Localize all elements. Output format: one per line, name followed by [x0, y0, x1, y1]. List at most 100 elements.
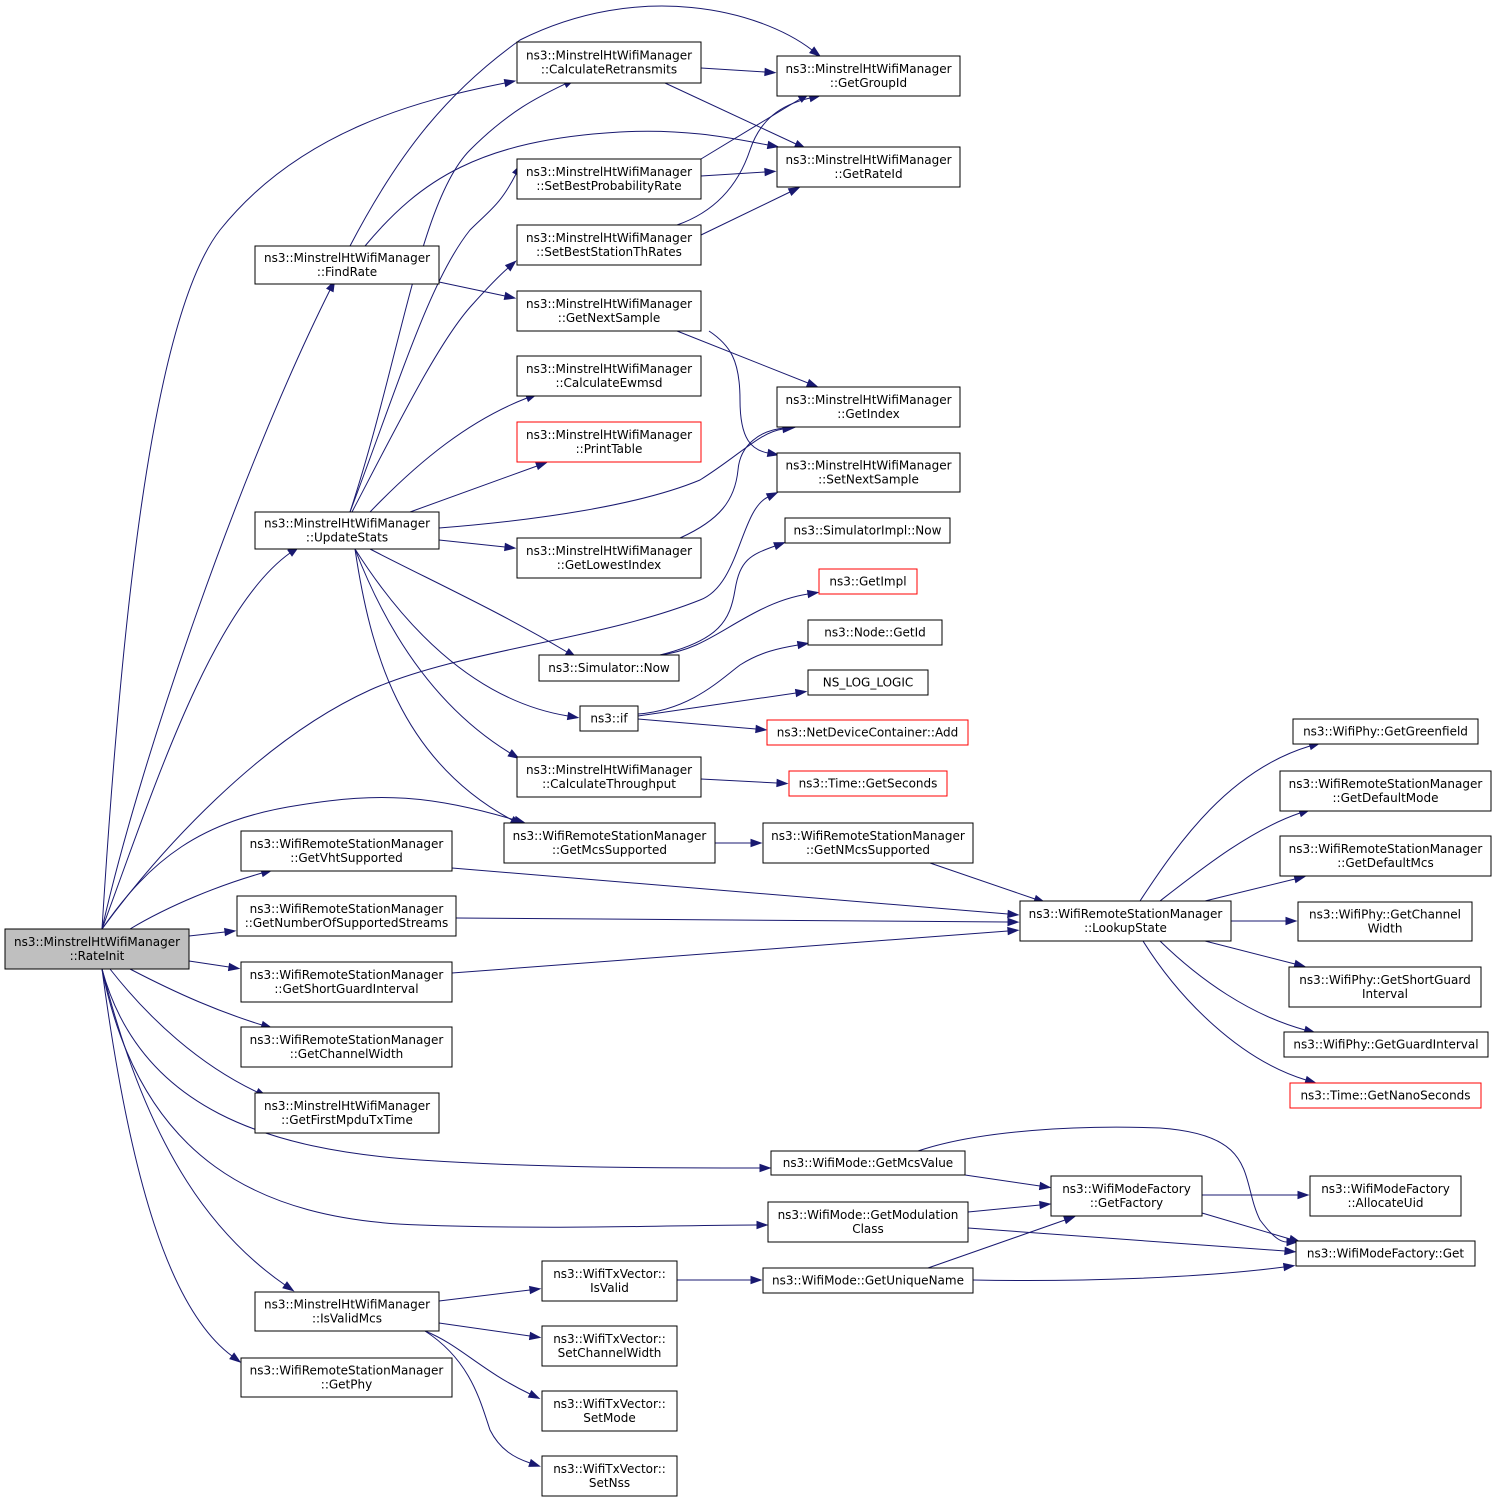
node-box[interactable] — [776, 386, 961, 428]
node-factorygetfactory[interactable]: ns3::WifiModeFactory::GetFactory — [1050, 1175, 1203, 1217]
node-getnss[interactable]: ns3::WifiRemoteStationManager::GetNumber… — [236, 895, 457, 937]
node-phygi[interactable]: ns3::WifiPhy::GetGuardInterval — [1283, 1031, 1489, 1058]
node-modemcsvalue[interactable]: ns3::WifiMode::GetMcsValue — [770, 1150, 966, 1176]
node-box[interactable] — [254, 245, 440, 285]
node-box[interactable] — [1288, 966, 1482, 1008]
node-box[interactable] — [776, 55, 961, 97]
node-getfirstmpdu[interactable]: ns3::MinstrelHtWifiManager::GetFirstMpdu… — [254, 1092, 440, 1134]
node-setbestprob[interactable]: ns3::MinstrelHtWifiManager::SetBestProba… — [516, 158, 702, 200]
node-txvsetnss[interactable]: ns3::WifiTxVector::SetNss — [541, 1455, 678, 1497]
node-box[interactable] — [807, 619, 943, 646]
node-getgroupid[interactable]: ns3::MinstrelHtWifiManager::GetGroupId — [776, 55, 961, 97]
node-updatestats[interactable]: ns3::MinstrelHtWifiManager::UpdateStats — [254, 511, 440, 550]
node-box[interactable] — [254, 1291, 440, 1332]
node-box[interactable] — [516, 290, 702, 332]
node-box[interactable] — [254, 1092, 440, 1134]
node-getnmcssupported[interactable]: ns3::WifiRemoteStationManager::GetNMcsSu… — [762, 822, 974, 864]
node-getimpl[interactable]: ns3::GetImpl — [818, 568, 918, 595]
node-txvisvalid[interactable]: ns3::WifiTxVector::IsValid — [541, 1260, 678, 1302]
node-box[interactable] — [254, 511, 440, 550]
node-findrate[interactable]: ns3::MinstrelHtWifiManager::FindRate — [254, 245, 440, 285]
node-getrateid[interactable]: ns3::MinstrelHtWifiManager::GetRateId — [776, 146, 961, 188]
node-box[interactable] — [1289, 1082, 1482, 1109]
node-factoryalloc[interactable]: ns3::WifiModeFactory::AllocateUid — [1309, 1175, 1462, 1217]
node-simimplnow[interactable]: ns3::SimulatorImpl::Now — [784, 517, 951, 544]
node-rateinit[interactable]: ns3::MinstrelHtWifiManager::RateInit — [4, 928, 190, 970]
node-timegetnano[interactable]: ns3::Time::GetNanoSeconds — [1289, 1082, 1482, 1109]
node-box[interactable] — [236, 895, 457, 937]
node-getphy[interactable]: ns3::WifiRemoteStationManager::GetPhy — [240, 1357, 453, 1398]
node-box[interactable] — [503, 822, 716, 864]
node-box[interactable] — [541, 1390, 678, 1432]
node-box[interactable] — [516, 421, 702, 463]
node-txvsetmode[interactable]: ns3::WifiTxVector::SetMode — [541, 1390, 678, 1432]
node-box[interactable] — [541, 1455, 678, 1497]
node-printtable[interactable]: ns3::MinstrelHtWifiManager::PrintTable — [516, 421, 702, 463]
node-box[interactable] — [516, 41, 702, 84]
node-box[interactable] — [516, 158, 702, 200]
node-getvht[interactable]: ns3::WifiRemoteStationManager::GetVhtSup… — [240, 830, 453, 872]
node-box[interactable] — [516, 756, 702, 798]
node-box[interactable] — [541, 1325, 678, 1367]
node-box[interactable] — [770, 1150, 966, 1176]
node-box[interactable] — [538, 654, 680, 682]
node-modeuniquename[interactable]: ns3::WifiMode::GetUniqueName — [762, 1267, 974, 1294]
node-getdefaultmcs[interactable]: ns3::WifiRemoteStationManager::GetDefaul… — [1279, 835, 1492, 877]
node-getmcssupported[interactable]: ns3::WifiRemoteStationManager::GetMcsSup… — [503, 822, 716, 864]
node-simnow[interactable]: ns3::Simulator::Now — [538, 654, 680, 682]
node-getnextsample[interactable]: ns3::MinstrelHtWifiManager::GetNextSampl… — [516, 290, 702, 332]
node-box[interactable] — [767, 1201, 969, 1243]
node-box[interactable] — [1309, 1175, 1462, 1217]
node-isvalidmcs[interactable]: ns3::MinstrelHtWifiManager::IsValidMcs — [254, 1291, 440, 1332]
node-box[interactable] — [1050, 1175, 1203, 1217]
node-nslog[interactable]: NS_LOG_LOGIC — [807, 669, 929, 696]
node-box[interactable] — [1283, 1031, 1489, 1058]
node-box[interactable] — [516, 224, 702, 266]
node-box[interactable] — [1292, 718, 1479, 745]
node-box[interactable] — [766, 719, 969, 746]
node-box[interactable] — [807, 669, 929, 696]
node-physgi[interactable]: ns3::WifiPhy::GetShortGuardInterval — [1288, 966, 1482, 1008]
node-getcw[interactable]: ns3::WifiRemoteStationManager::GetChanne… — [240, 1026, 453, 1068]
node-setbeststa[interactable]: ns3::MinstrelHtWifiManager::SetBestStati… — [516, 224, 702, 266]
node-if[interactable]: ns3::if — [579, 705, 639, 732]
node-box[interactable] — [818, 568, 918, 595]
node-box[interactable] — [776, 452, 961, 493]
node-box[interactable] — [776, 146, 961, 188]
node-box[interactable] — [1279, 770, 1492, 812]
node-calcewmsd[interactable]: ns3::MinstrelHtWifiManager::CalculateEwm… — [516, 355, 702, 397]
node-ndcadd[interactable]: ns3::NetDeviceContainer::Add — [766, 719, 969, 746]
node-factoryget[interactable]: ns3::WifiModeFactory::Get — [1295, 1240, 1476, 1267]
node-box[interactable] — [240, 830, 453, 872]
node-txvsetcw[interactable]: ns3::WifiTxVector::SetChannelWidth — [541, 1325, 678, 1367]
node-lookupstate[interactable]: ns3::WifiRemoteStationManager::LookupSta… — [1019, 900, 1232, 942]
node-box[interactable] — [1295, 1240, 1476, 1267]
node-box[interactable] — [1279, 835, 1492, 877]
node-box[interactable] — [4, 928, 190, 970]
node-timegetsec[interactable]: ns3::Time::GetSeconds — [788, 770, 948, 797]
node-box[interactable] — [240, 1357, 453, 1398]
node-box[interactable] — [784, 517, 951, 544]
node-box[interactable] — [240, 1026, 453, 1068]
node-phygreenfield[interactable]: ns3::WifiPhy::GetGreenfield — [1292, 718, 1479, 745]
node-getdefaultmode[interactable]: ns3::WifiRemoteStationManager::GetDefaul… — [1279, 770, 1492, 812]
node-box[interactable] — [762, 1267, 974, 1294]
node-getindex[interactable]: ns3::MinstrelHtWifiManager::GetIndex — [776, 386, 961, 428]
node-nodegetid[interactable]: ns3::Node::GetId — [807, 619, 943, 646]
node-box[interactable] — [516, 355, 702, 397]
node-box[interactable] — [579, 705, 639, 732]
node-box[interactable] — [1297, 901, 1473, 942]
node-box[interactable] — [788, 770, 948, 797]
node-setnextsample[interactable]: ns3::MinstrelHtWifiManager::SetNextSampl… — [776, 452, 961, 493]
node-box[interactable] — [1019, 900, 1232, 942]
node-phycw[interactable]: ns3::WifiPhy::GetChannelWidth — [1297, 901, 1473, 942]
node-calcthroughput[interactable]: ns3::MinstrelHtWifiManager::CalculateThr… — [516, 756, 702, 798]
node-box[interactable] — [516, 537, 702, 579]
node-box[interactable] — [240, 961, 453, 1003]
node-box[interactable] — [541, 1260, 678, 1302]
node-getlowestindex[interactable]: ns3::MinstrelHtWifiManager::GetLowestInd… — [516, 537, 702, 579]
node-box[interactable] — [762, 822, 974, 864]
node-getsgi[interactable]: ns3::WifiRemoteStationManager::GetShortG… — [240, 961, 453, 1003]
node-calcretrans[interactable]: ns3::MinstrelHtWifiManager::CalculateRet… — [516, 41, 702, 84]
